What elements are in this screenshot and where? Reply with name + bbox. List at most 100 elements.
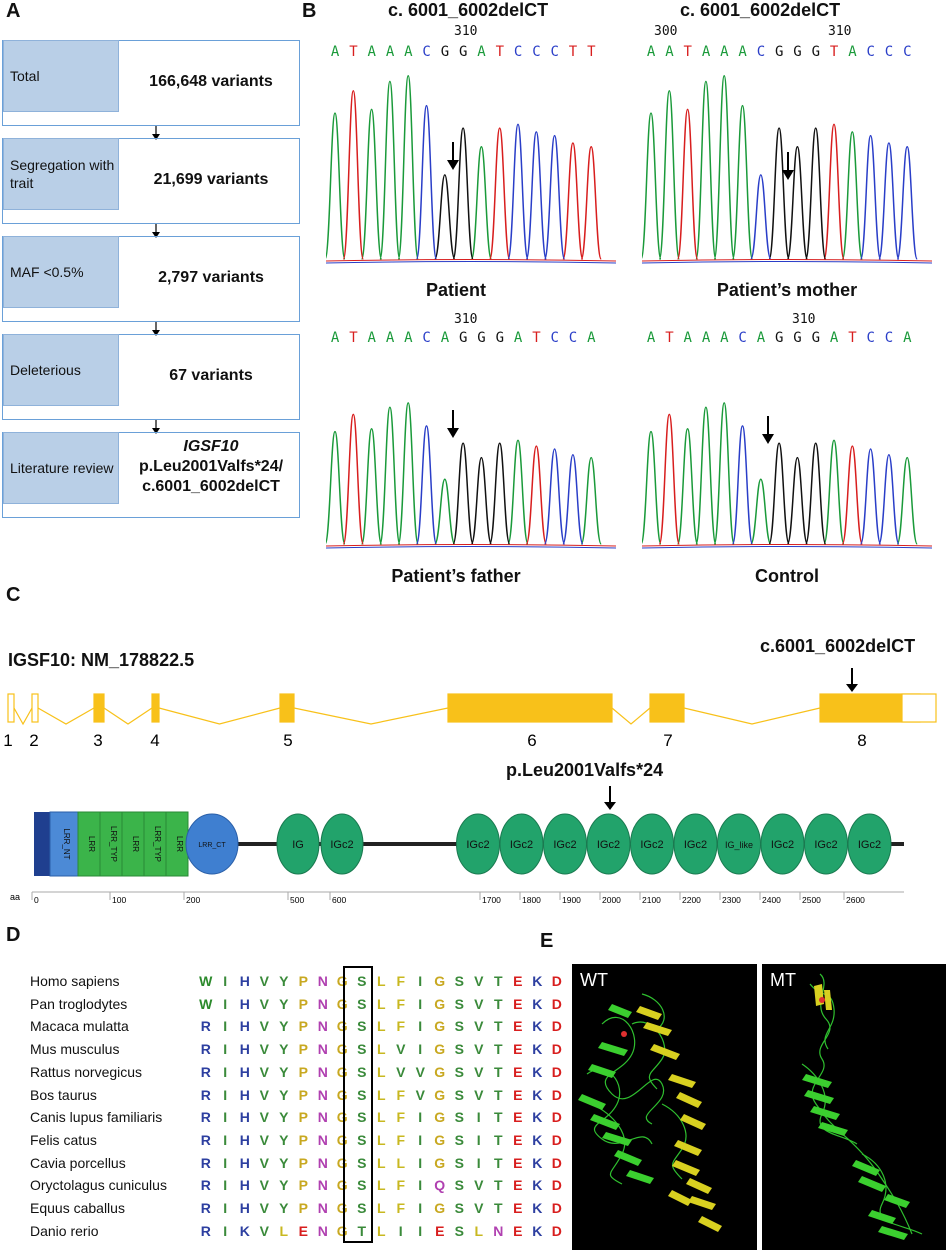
residue: G — [336, 1131, 348, 1148]
residue: R — [200, 1063, 211, 1080]
exon-block — [151, 693, 160, 723]
mt-structure-panel: MT — [762, 964, 946, 1250]
residue: Y — [279, 973, 289, 989]
residue: L — [279, 1222, 289, 1239]
aa-axis-tick-label: 100 — [112, 895, 126, 905]
base-call: T — [532, 330, 541, 346]
species-name: Equus caballus — [30, 1200, 125, 1216]
residue: I — [418, 1154, 423, 1171]
residue: L — [376, 973, 386, 989]
residue: E — [513, 995, 523, 1012]
residue: H — [239, 1041, 250, 1058]
residue: V — [396, 1041, 406, 1058]
intron-line — [37, 707, 95, 725]
residue: P — [298, 1131, 308, 1148]
residue: S — [357, 973, 367, 989]
base-call: T — [683, 44, 692, 60]
residue: I — [418, 1018, 423, 1035]
residue: S — [454, 995, 464, 1012]
residue: L — [376, 1041, 386, 1058]
base-call: A — [330, 330, 340, 346]
domain-label: LRR — [87, 836, 96, 852]
exon-number: 8 — [857, 731, 866, 750]
intron-line — [103, 707, 153, 725]
species-name: Danio rerio — [30, 1222, 99, 1239]
residue: E — [298, 1222, 308, 1239]
residue: I — [418, 1041, 423, 1058]
base-call: C — [422, 44, 431, 60]
exon-number: 6 — [527, 731, 536, 750]
residue: H — [239, 1086, 250, 1103]
base-call: T — [349, 44, 358, 60]
residue: H — [239, 1154, 250, 1171]
intron-line — [13, 707, 33, 726]
base-call: G — [811, 44, 821, 60]
residue: K — [532, 1131, 543, 1148]
residue: T — [493, 995, 503, 1012]
base-call: T — [587, 44, 596, 60]
residue: Y — [279, 1200, 289, 1216]
base-call: G — [793, 330, 802, 346]
aa-axis-tick-label: 600 — [332, 895, 346, 905]
residue: I — [223, 1131, 228, 1148]
residue: N — [317, 1177, 328, 1194]
residue: K — [532, 995, 543, 1012]
species-name: Bos taurus — [30, 1086, 97, 1103]
residue: D — [551, 1086, 562, 1103]
exon-number: 2 — [29, 731, 38, 750]
species-name: Rattus norvegicus — [30, 1063, 143, 1080]
residue: F — [396, 1018, 406, 1035]
residue: G — [434, 1041, 446, 1058]
base-call: A — [367, 44, 376, 60]
residue: I — [398, 1222, 403, 1239]
residue: V — [474, 1041, 484, 1058]
residue: K — [532, 1177, 543, 1194]
residue: I — [223, 995, 228, 1012]
residue: V — [474, 1086, 484, 1103]
mt-label: MT — [770, 970, 796, 990]
residue: H — [239, 1063, 250, 1080]
aa-axis-tick-label: 2600 — [846, 895, 865, 905]
residue: E — [513, 1200, 523, 1216]
residue: G — [336, 1109, 348, 1126]
base-call: C — [568, 330, 578, 346]
residue: R — [200, 1086, 211, 1103]
ig-domain — [847, 813, 892, 875]
residue: I — [476, 1109, 481, 1126]
base-call: G — [459, 330, 468, 346]
residue: S — [454, 973, 464, 989]
base-call: G — [459, 44, 468, 60]
residue: I — [418, 995, 423, 1012]
signal-peptide — [34, 812, 50, 876]
position-label: 310 — [828, 24, 852, 39]
residue: I — [223, 1200, 228, 1216]
residue: T — [493, 1041, 503, 1058]
residue: W — [199, 973, 213, 989]
filter-step-count: 21,699 variants — [153, 171, 269, 188]
residue: D — [551, 995, 562, 1012]
base-call: A — [330, 44, 340, 60]
residue: E — [513, 1086, 523, 1103]
residue: I — [418, 1131, 423, 1148]
residue: L — [376, 1086, 386, 1103]
base-call: A — [903, 330, 912, 346]
residue: G — [434, 973, 446, 989]
base-call: A — [848, 44, 857, 60]
residue: G — [434, 1063, 446, 1080]
residue: V — [259, 1222, 269, 1239]
residue: V — [474, 1063, 484, 1080]
domain-label: LRR — [175, 836, 184, 852]
domain-label: LRR_CT — [198, 842, 226, 849]
residue: F — [396, 1131, 406, 1148]
base-call: G — [811, 330, 821, 346]
base-call: A — [720, 330, 729, 346]
residue: G — [434, 1109, 446, 1126]
residue: P — [298, 995, 308, 1012]
residue: P — [298, 1154, 308, 1171]
residue: S — [454, 1200, 464, 1216]
intron-line — [293, 707, 449, 725]
base-call: A — [385, 330, 395, 346]
flow-arrow — [152, 224, 160, 238]
intron-line — [158, 707, 281, 725]
